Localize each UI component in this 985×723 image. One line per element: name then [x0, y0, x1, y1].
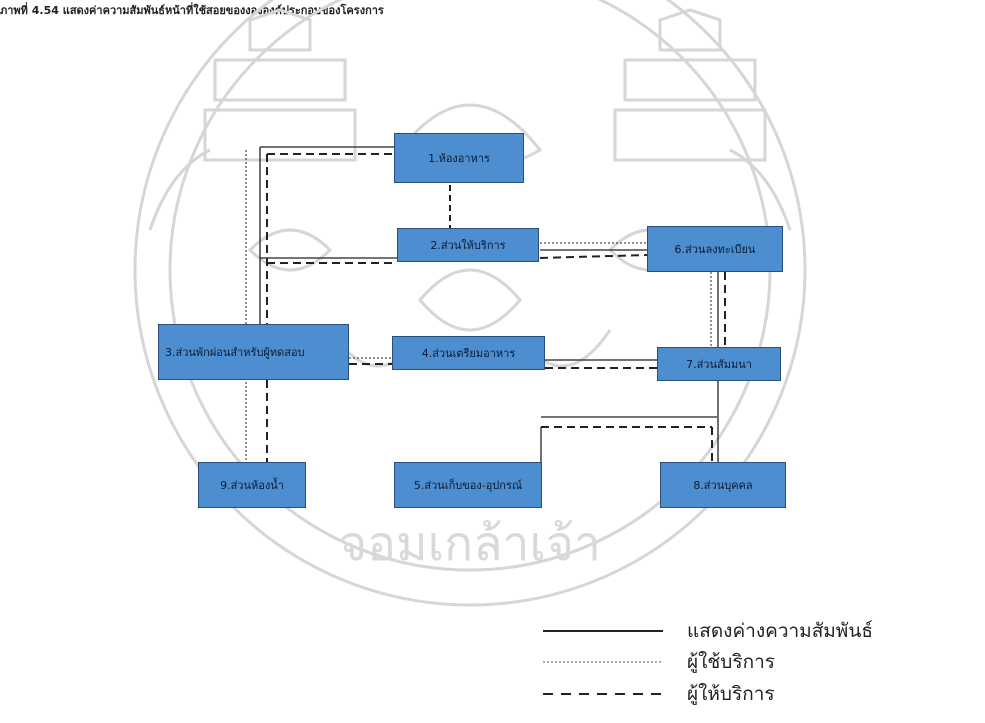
box-seminar: 7.ส่วนสัมมนา	[657, 347, 781, 381]
legend-item-provider: ผู้ให้บริการ	[543, 679, 775, 709]
box-dining-room: 1.ห้องอาหาร	[394, 133, 524, 183]
legend-item-relationship: แสดงค่างความสัมพันธ์	[543, 616, 873, 646]
box-service-area: 2.ส่วนให้บริการ	[397, 228, 539, 262]
box-restroom: 9.ส่วนห้องน้ำ	[198, 462, 306, 508]
legend-dotted-line-icon	[543, 661, 663, 663]
legend-solid-line-icon	[543, 630, 663, 632]
watermark-text: จอมเกล้าเจ้า	[339, 516, 601, 572]
box-personnel: 8.ส่วนบุคคล	[660, 462, 786, 508]
legend-label-relationship: แสดงค่างความสัมพันธ์	[687, 620, 873, 642]
box-rest-area: 3.ส่วนพักผ่อนสำหรับผู้ทดสอบ	[158, 324, 349, 380]
legend-label-provider: ผู้ให้บริการ	[687, 683, 775, 705]
legend-item-user: ผู้ใช้บริการ	[543, 647, 775, 677]
box-registration: 6.ส่วนลงทะเบียน	[647, 226, 783, 272]
legend-label-user: ผู้ใช้บริการ	[687, 651, 775, 673]
legend-dashed-line-icon	[543, 693, 663, 695]
box-food-prep: 4.ส่วนเตรียมอาหาร	[392, 336, 545, 370]
box-storage: 5.ส่วนเก็บของ-อุปกรณ์	[394, 462, 542, 508]
